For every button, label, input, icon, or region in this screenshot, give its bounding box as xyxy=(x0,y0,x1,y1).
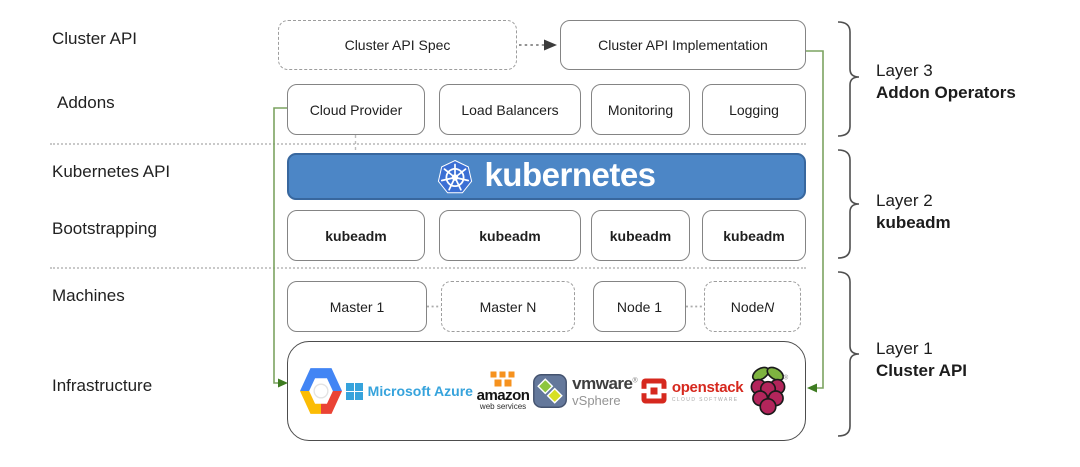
cluster-api-implementation-box: Cluster API Implementation xyxy=(560,20,806,70)
vsphere-logo-text: vSphere xyxy=(572,393,621,408)
machine-box-master-1: Master 1 xyxy=(287,281,427,332)
row-label-bootstrapping: Bootstrapping xyxy=(52,219,157,238)
cluster-api-spec-box: Cluster API Spec xyxy=(278,20,517,70)
aws-logo: amazon web services xyxy=(477,371,530,411)
kubeadm-box: kubeadm xyxy=(287,210,425,261)
layer-1-subtitle: Cluster API xyxy=(876,361,968,380)
layer-1-title: Layer 1 xyxy=(876,339,933,358)
kubeadm-box: kubeadm xyxy=(591,210,690,261)
vmware-text-block: vmware® vSphere xyxy=(572,375,637,407)
machine-box-master-n: Master N xyxy=(441,281,575,332)
aws-logo-text: amazon xyxy=(476,387,530,404)
layer-2-title: Layer 2 xyxy=(876,191,933,210)
kubernetes-brand-text: kubernetes xyxy=(484,155,656,193)
google-cloud-icon xyxy=(300,368,342,414)
openstack-logo-text: openstack xyxy=(671,378,744,396)
layer-1-bracket xyxy=(837,271,860,437)
node-n-label-prefix: Node xyxy=(730,298,765,315)
row-label-addons: Addons xyxy=(57,93,115,112)
kubernetes-banner: kubernetes xyxy=(287,153,806,200)
layer-3-title: Layer 3 xyxy=(876,61,933,80)
right-green-arrowhead xyxy=(807,383,817,393)
row-label-kubernetes-api: Kubernetes API xyxy=(52,162,171,181)
openstack-icon xyxy=(640,378,667,404)
layer-3-bracket xyxy=(837,21,860,137)
vmware-vsphere-logo: vmware® vSphere xyxy=(533,374,638,408)
addon-box-load-balancers: Load Balancers xyxy=(439,84,581,135)
machine-box-node-1: Node 1 xyxy=(593,281,686,332)
openstack-logo: openstack CLOUD SOFTWARE xyxy=(640,378,744,404)
addon-box-monitoring: Monitoring xyxy=(591,84,690,135)
svg-text:®: ® xyxy=(784,375,789,382)
spec-to-implementation-arrowhead xyxy=(544,39,557,51)
layer-2-subtitle: kubeadm xyxy=(876,213,951,232)
row-label-cluster-api: Cluster API xyxy=(52,29,138,48)
raspberry-pi-icon: ® xyxy=(750,366,789,416)
vmware-logo-text: vmware® xyxy=(572,374,638,393)
cloud-provider-to-infrastructure-line xyxy=(273,107,287,384)
row-label-infrastructure: Infrastructure xyxy=(52,376,153,395)
kubeadm-box: kubeadm xyxy=(702,210,806,261)
microsoft-window-icon xyxy=(345,382,363,400)
machine-box-node-n: Node N xyxy=(704,281,801,332)
openstack-logo-subtext: CLOUD SOFTWARE xyxy=(671,396,739,403)
azure-logo-text: Microsoft Azure xyxy=(367,383,473,399)
layer-3-subtitle: Addon Operators xyxy=(876,83,1016,102)
kubernetes-wheel-icon xyxy=(438,159,473,193)
aws-boxes-icon xyxy=(489,371,516,388)
layer-separator-top xyxy=(50,143,806,145)
node-n-label-italic: N xyxy=(764,298,775,315)
microsoft-azure-logo: Microsoft Azure xyxy=(345,382,473,400)
vsphere-icon xyxy=(533,374,568,408)
addon-box-logging: Logging xyxy=(702,84,806,135)
layer-2-bracket xyxy=(837,149,860,259)
layer-3-label: Layer 3 Addon Operators xyxy=(876,60,1016,104)
implementation-to-infrastructure-line xyxy=(806,50,824,389)
row-label-machines: Machines xyxy=(52,286,125,305)
aws-logo-subtext: web services xyxy=(479,402,527,411)
vmware-reg-mark: ® xyxy=(632,377,638,385)
openstack-text-block: openstack CLOUD SOFTWARE xyxy=(672,380,744,403)
layer-1-label: Layer 1 Cluster API xyxy=(876,338,967,382)
kubeadm-box: kubeadm xyxy=(439,210,581,261)
layer-2-label: Layer 2 kubeadm xyxy=(876,190,951,234)
infrastructure-container: Microsoft Azure amazon web services xyxy=(287,341,806,441)
addon-box-cloud-provider: Cloud Provider xyxy=(287,84,425,135)
layer-separator-bottom xyxy=(50,267,806,269)
